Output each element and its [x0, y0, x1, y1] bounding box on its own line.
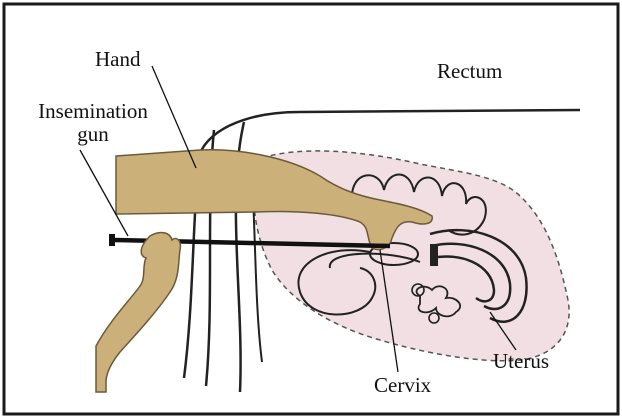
holding-hand — [96, 233, 180, 392]
insemination-gun-plunger — [109, 234, 115, 246]
uterus-label: Uterus — [493, 350, 549, 373]
hand-label: Hand — [95, 48, 141, 71]
insemination-label-line1: Insemination — [18, 100, 168, 123]
insemination-label-line2: gun — [18, 123, 168, 146]
insemination-gun-label: Insemination gun — [18, 100, 168, 146]
cervix-label: Cervix — [374, 374, 431, 397]
rectum-label: Rectum — [437, 60, 502, 83]
uterine-body — [430, 244, 438, 266]
